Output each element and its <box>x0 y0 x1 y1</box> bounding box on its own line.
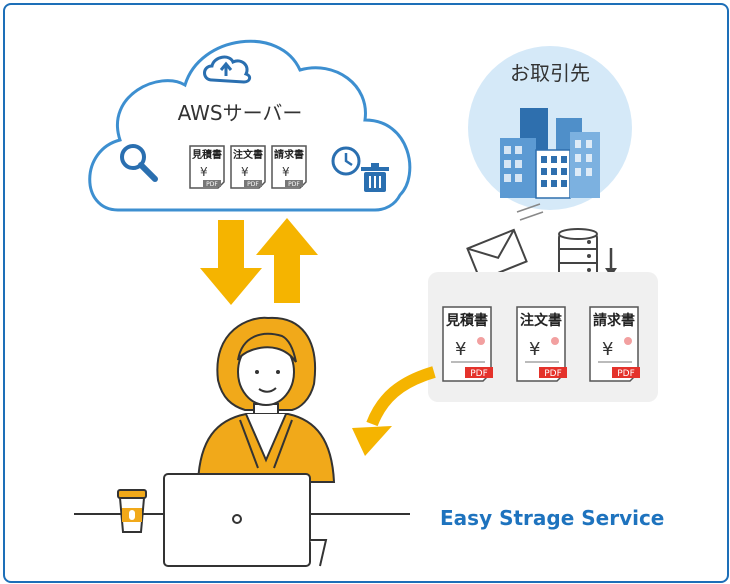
database-icon <box>558 228 598 279</box>
outbox-panel: 見積書 ¥ PDF 注文書 ¥ PDF 請求書 ¥ PDF <box>428 272 658 402</box>
envelope-icon <box>466 203 544 282</box>
outbox-doc-currency: ¥ <box>602 339 613 360</box>
cloud-doc-pdf-tag: PDF <box>206 181 218 188</box>
aws-server-title: AWSサーバー <box>178 101 303 125</box>
search-icon <box>120 144 158 182</box>
outbox-doc-currency: ¥ <box>529 339 540 360</box>
cloud-doc-invoice: 請求書 ¥ PDF <box>271 145 307 189</box>
outbox-doc-pdf-tag: PDF <box>470 369 488 379</box>
outbox-doc-invoice: 請求書 ¥ PDF <box>589 306 640 382</box>
outbox-doc-pdf-tag: PDF <box>617 369 635 379</box>
outbox-doc-title: 注文書 <box>520 312 562 329</box>
building-icon <box>500 108 600 199</box>
outbox-doc-quote: 見積書 ¥ PDF <box>442 306 493 382</box>
cloud-doc-currency: ¥ <box>200 165 208 179</box>
partner: お取引先 <box>468 46 632 210</box>
aws-cloud: AWSサーバー 見積書 ¥ PDF 注文書 ¥ PDF 請求書 ¥ PDF <box>88 39 412 212</box>
partner-title: お取引先 <box>510 61 590 85</box>
laptop-icon <box>163 473 328 567</box>
outbox-doc-title: 見積書 <box>445 312 488 329</box>
cloud-doc-title: 注文書 <box>233 148 263 161</box>
outbox-doc-pdf-tag: PDF <box>544 369 562 379</box>
cloud-doc-order: 注文書 ¥ PDF <box>230 145 266 189</box>
cloud-upload-icon <box>203 55 252 84</box>
cloud-doc-title: 請求書 <box>274 148 304 161</box>
cloud-doc-currency: ¥ <box>241 165 249 179</box>
trash-icon <box>361 163 389 192</box>
cloud-doc-pdf-tag: PDF <box>247 181 259 188</box>
cloud-doc-pdf-tag: PDF <box>288 181 300 188</box>
cloud-doc-quote: 見積書 ¥ PDF <box>189 145 225 189</box>
download-arrow <box>200 220 262 305</box>
incoming-arrow <box>352 366 436 456</box>
upload-arrow <box>256 218 318 303</box>
outbox-doc-title: 請求書 <box>593 312 635 329</box>
brand-name: Easy Strage Service <box>440 506 665 530</box>
clock-icon <box>331 146 361 176</box>
cloud-doc-currency: ¥ <box>282 165 290 179</box>
cloud-doc-title: 見積書 <box>191 148 222 161</box>
outbox-doc-order: 注文書 ¥ PDF <box>516 306 567 382</box>
person <box>196 316 336 483</box>
coffee-cup-icon <box>117 489 147 533</box>
outbox-doc-currency: ¥ <box>455 339 466 360</box>
